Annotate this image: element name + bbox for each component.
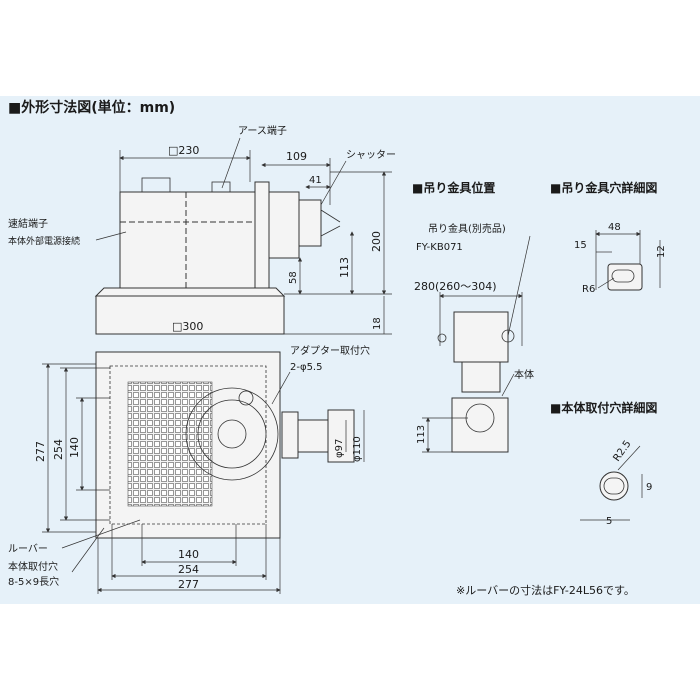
dim-12: 12 <box>656 245 667 258</box>
dim-254-vertical: 254 <box>52 439 65 460</box>
hanger-model: FY-KB071 <box>416 242 463 253</box>
dim-R6: R6 <box>582 284 595 295</box>
dim-109: 109 <box>286 150 307 163</box>
dim-230: □230 <box>168 144 199 157</box>
dim-9: 9 <box>646 482 652 493</box>
dim-5: 5 <box>606 516 612 527</box>
adapter-hole-size: 2-φ5.5 <box>290 362 322 373</box>
side-view: □230 109 41 アース端子 シャッター 速結端子 本体外部電源接続 <box>8 124 396 335</box>
dim-18: 18 <box>372 317 383 330</box>
plan-view: φ97 φ110 アダプター取付穴 2-φ5.5 277 254 140 140… <box>8 344 370 594</box>
dim-140-vertical: 140 <box>68 437 81 458</box>
section-hanger-position: ■吊り金具位置 <box>412 180 495 195</box>
dim-277-horizontal: 277 <box>178 578 199 591</box>
earth-terminal-label: アース端子 <box>238 124 287 137</box>
dim-200: 200 <box>370 231 383 252</box>
dim-280: 280(260～304) <box>414 280 497 293</box>
body-hole-detail: ■本体取付穴詳細図 R2.5 9 5 <box>550 400 657 527</box>
hanger-part-label: 吊り金具(別売品) <box>428 222 506 235</box>
dim-58: 58 <box>288 271 299 284</box>
dim-phi97: φ97 <box>334 439 345 458</box>
dim-277-vertical: 277 <box>34 441 47 462</box>
dim-phi110: φ110 <box>352 436 363 462</box>
hanger-hole-detail: ■吊り金具穴詳細図 48 15 12 R6 <box>550 180 667 295</box>
section-hanger-hole: ■吊り金具穴詳細図 <box>550 180 657 195</box>
power-connection-label: 本体外部電源接続 <box>8 235 80 247</box>
adapter-hole-label: アダプター取付穴 <box>290 344 370 357</box>
dim-15: 15 <box>574 240 587 251</box>
section-body-hole: ■本体取付穴詳細図 <box>550 400 657 415</box>
dim-R2.5: R2.5 <box>611 439 633 464</box>
body-hole-size: 8-5×9長穴 <box>8 575 59 588</box>
body-label: 本体 <box>514 368 534 381</box>
louver-label: ルーバー <box>8 543 48 555</box>
fan-body <box>119 191 256 289</box>
hanger-position-view: ■吊り金具位置 吊り金具(別売品) FY-KB071 280(260～304) … <box>412 180 534 453</box>
dim-140-horizontal: 140 <box>178 548 199 561</box>
louver-side <box>95 295 285 335</box>
dim-41: 41 <box>309 175 322 186</box>
dim-254-horizontal: 254 <box>178 563 199 576</box>
body-hole-label: 本体取付穴 <box>8 560 58 573</box>
dim-113-hanger: 113 <box>416 425 427 444</box>
dim-48: 48 <box>608 222 621 233</box>
dim-300: □300 <box>172 320 203 333</box>
dim-113-side: 113 <box>338 257 351 278</box>
shutter-label: シャッター <box>346 149 396 161</box>
louver-note: ※ルーバーの寸法はFY-24L56です。 <box>456 583 635 597</box>
main-title: ■外形寸法図(単位：mm) <box>8 99 175 116</box>
connection-terminal-label: 速結端子 <box>8 217 48 230</box>
